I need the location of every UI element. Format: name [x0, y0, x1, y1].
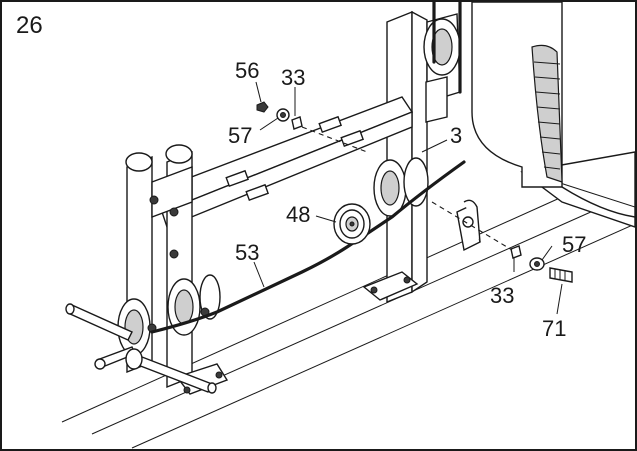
assembly-path: [301, 126, 513, 251]
cable-53: [150, 160, 466, 334]
hardware-top: [256, 101, 303, 130]
seat-back: [471, 2, 635, 218]
step-number: 26: [16, 12, 43, 39]
pulley-bracket: [456, 199, 481, 252]
callout-57-bottom: 57: [562, 232, 587, 257]
callout-53: 53: [235, 240, 260, 265]
callout-33-top: 33: [281, 65, 306, 90]
callout-56: 56: [235, 58, 260, 83]
callout-3: 3: [450, 123, 463, 148]
center-upright: [362, 10, 428, 304]
left-pulleys: [117, 274, 221, 356]
handle-bars: [65, 303, 217, 394]
callout-33-bottom: 33: [490, 283, 515, 308]
hardware-bottom: [510, 245, 573, 283]
top-pulley: [423, 2, 462, 123]
callout-71: 71: [542, 316, 567, 341]
callout-57-top: 57: [228, 123, 253, 148]
pulley-48: [333, 203, 371, 245]
leader-lines: [253, 81, 563, 315]
upright-pulleys: [373, 157, 429, 217]
callout-48: 48: [286, 202, 311, 227]
